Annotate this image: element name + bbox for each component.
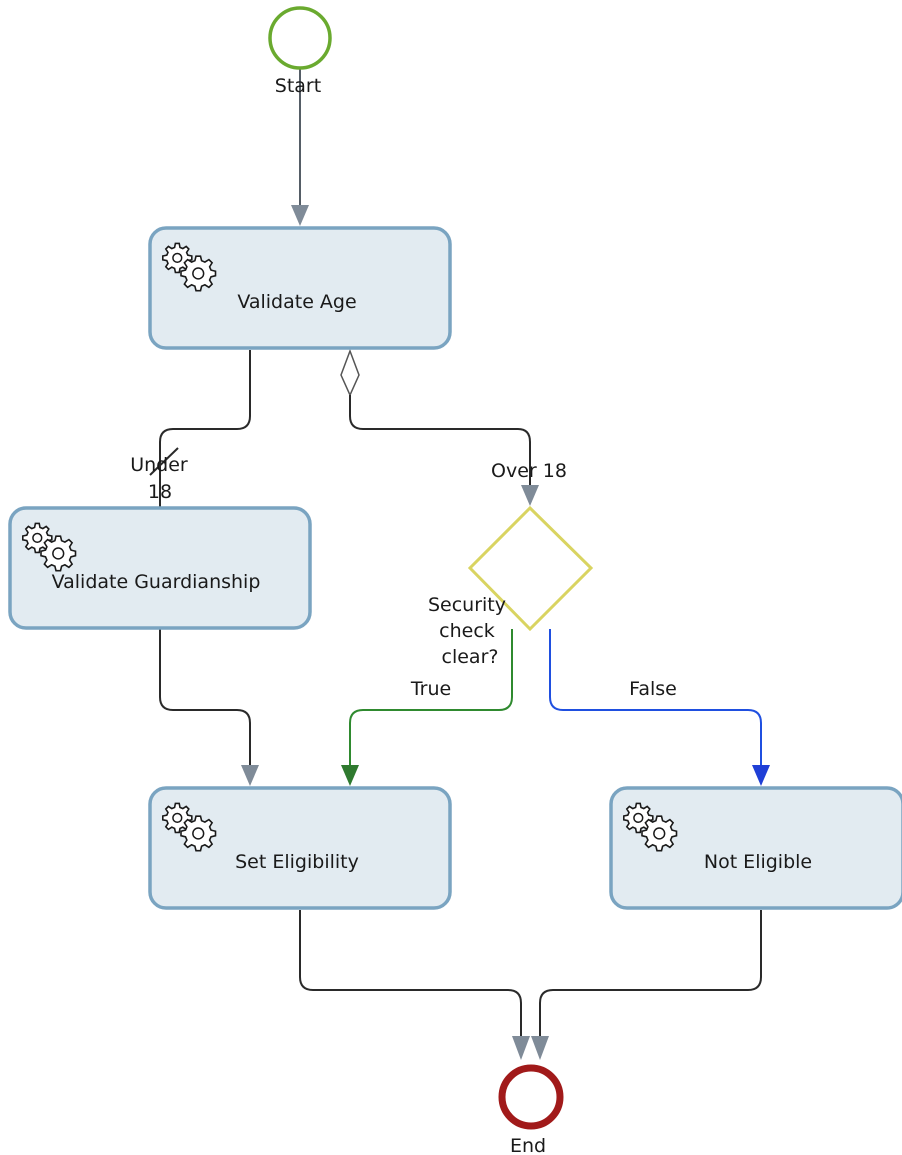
arrowhead xyxy=(521,485,539,506)
end-event[interactable] xyxy=(498,1064,564,1130)
flow-label-true: True xyxy=(410,678,451,700)
start-event[interactable] xyxy=(268,6,332,70)
task-validate-guardianship[interactable]: Validate Guardianship xyxy=(8,506,312,630)
gateway-label-line: clear? xyxy=(442,646,499,668)
conditional-flow-diamond xyxy=(340,348,360,397)
arrowhead xyxy=(241,765,259,786)
task-set-eligibility[interactable]: Set Eligibility xyxy=(148,786,452,910)
flow-true[interactable] xyxy=(349,629,513,766)
task-validate-age[interactable]: Validate Age xyxy=(148,226,452,350)
arrowhead xyxy=(531,1036,549,1060)
flow-false[interactable] xyxy=(549,629,762,766)
task-label: Validate Age xyxy=(237,291,356,313)
task-label: Set Eligibility xyxy=(235,851,359,873)
end-event-label: End xyxy=(510,1135,546,1155)
arrowhead-false xyxy=(752,765,770,786)
flow-label-under-18: Under 18 xyxy=(130,454,194,503)
start-event-label: Start xyxy=(275,75,321,97)
exclusive-gateway[interactable] xyxy=(467,505,594,632)
default-flow-slash xyxy=(149,447,179,476)
flow-label-over-18: Over 18 xyxy=(491,460,567,482)
flow-over-18[interactable] xyxy=(349,395,531,486)
arrowhead xyxy=(291,205,309,226)
flow-guardianship-to-set-eligibility[interactable] xyxy=(159,629,251,766)
gateway-label-line: Security xyxy=(428,594,506,616)
task-not-eligible[interactable]: Not Eligible xyxy=(609,786,902,910)
flow-not-eligible-to-end[interactable] xyxy=(539,910,762,1037)
flow-label-false: False xyxy=(629,678,677,700)
arrowhead-true xyxy=(341,765,359,786)
gateway-label: Security check clear? xyxy=(428,594,512,668)
flow-under-18[interactable] xyxy=(159,350,251,507)
flow-label-line: 18 xyxy=(148,481,172,503)
gateway-label-line: check xyxy=(439,620,495,642)
task-label: Not Eligible xyxy=(704,851,812,873)
flow-set-eligibility-to-end[interactable] xyxy=(299,910,522,1037)
task-label: Validate Guardianship xyxy=(52,571,261,593)
arrowhead xyxy=(512,1036,530,1060)
flow-label-line: Under xyxy=(130,454,188,476)
